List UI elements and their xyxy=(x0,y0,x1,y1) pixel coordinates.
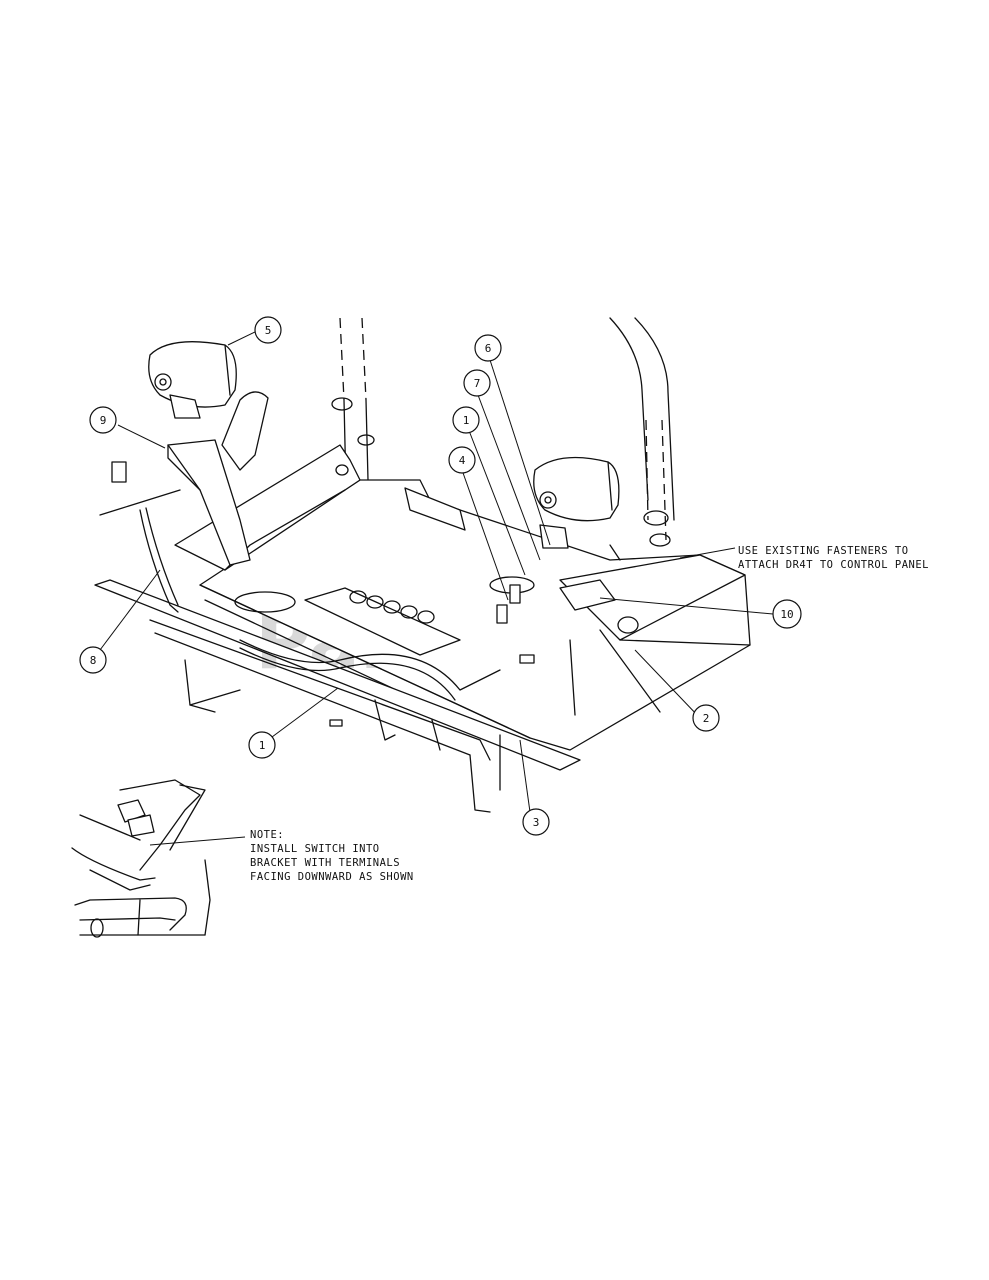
svg-text:6: 6 xyxy=(485,342,492,355)
svg-text:3: 3 xyxy=(533,816,540,829)
callout-7: 7 xyxy=(463,369,491,397)
leader-lines xyxy=(99,331,774,846)
svg-text:INSTALL SWITCH INTO: INSTALL SWITCH INTO xyxy=(250,843,380,855)
switch-connector xyxy=(111,461,616,727)
svg-text:1: 1 xyxy=(463,414,470,427)
svg-text:10: 10 xyxy=(780,608,793,621)
callout-9: 9 xyxy=(89,406,117,434)
svg-text:7: 7 xyxy=(474,377,481,390)
svg-text:BRACKET WITH TERMINALS: BRACKET WITH TERMINALS xyxy=(250,857,400,869)
svg-text:ATTACH DR4T TO CONTROL PANEL: ATTACH DR4T TO CONTROL PANEL xyxy=(738,559,929,571)
svg-text:USE EXISTING FASTENERS TO: USE EXISTING FASTENERS TO xyxy=(738,545,909,557)
svg-text:FACING DOWNWARD AS SHOWN: FACING DOWNWARD AS SHOWN xyxy=(250,871,414,883)
svg-text:NOTE:: NOTE: xyxy=(250,829,284,841)
note-fasteners: USE EXISTING FASTENERS TO ATTACH DR4T TO… xyxy=(738,545,929,571)
svg-text:8: 8 xyxy=(90,654,97,667)
callout-1-top: 1 xyxy=(452,406,480,434)
callout-2: 2 xyxy=(692,704,720,732)
switch-bank xyxy=(349,590,435,624)
left-light xyxy=(148,341,237,419)
callout-8: 8 xyxy=(79,646,107,674)
right-light xyxy=(533,456,620,549)
switch-detail-inset xyxy=(71,779,211,938)
post-clamps xyxy=(331,397,671,547)
callout-4: 4 xyxy=(448,446,476,474)
note-switch: NOTE: INSTALL SWITCH INTO BRACKET WITH T… xyxy=(250,829,414,883)
frame-platform xyxy=(94,391,751,813)
svg-text:2: 2 xyxy=(703,712,710,725)
svg-text:9: 9 xyxy=(100,414,107,427)
svg-text:4: 4 xyxy=(459,454,466,467)
callout-5: 5 xyxy=(254,316,282,344)
callout-10: 10 xyxy=(772,599,802,629)
svg-text:5: 5 xyxy=(265,324,272,337)
svg-text:1: 1 xyxy=(259,739,266,752)
callout-3: 3 xyxy=(522,808,550,836)
callout-1-bottom: 1 xyxy=(248,731,276,759)
callout-6: 6 xyxy=(474,334,502,362)
